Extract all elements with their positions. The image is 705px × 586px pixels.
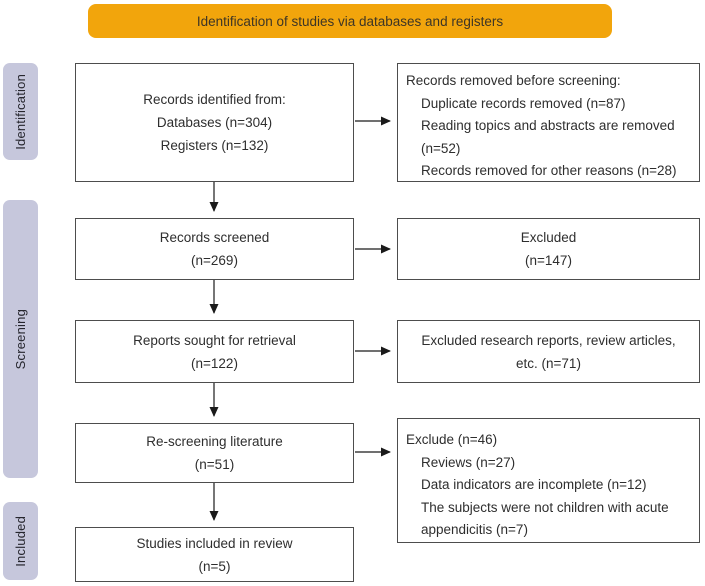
box-records-screened: Records screened (n=269) <box>75 218 354 280</box>
stage-screening-label: Screening <box>13 308 28 370</box>
stage-included: Included <box>3 502 38 580</box>
box-item: Reading topics and abstracts are removed… <box>421 118 675 156</box>
box-studies-included: Studies included in review (n=5) <box>75 527 354 582</box>
box-line: (n=269) <box>191 253 238 268</box>
box-line: Registers (n=132) <box>160 138 269 153</box>
box-item: Reviews (n=27) <box>421 454 516 470</box>
box-line: Excluded research reports, review articl… <box>421 332 676 348</box>
box-line: (n=122) <box>191 355 238 371</box>
diagram-title-banner: Identification of studies via databases … <box>88 4 612 38</box>
box-line: Re-screening literature <box>146 434 283 449</box>
box-item: Records removed for other reasons (n=28) <box>421 163 677 178</box>
box-line: (n=147) <box>525 253 572 268</box>
box-line: Databases (n=304) <box>156 115 273 130</box>
box-line: Studies included in review <box>136 535 293 551</box>
box-item: Data indicators are incomplete (n=12) <box>421 477 647 492</box>
box-title: Exclude (n=46) <box>406 432 498 447</box>
box-rescreening-literature: Re-screening literature (n=51) <box>75 423 354 483</box>
box-line: Excluded <box>520 230 577 245</box>
box-excluded-reports: Excluded research reports, review articl… <box>397 320 700 383</box>
stage-identification-label: Identification <box>13 73 28 150</box>
box-line: Reports sought for retrieval <box>133 332 296 348</box>
box-line: etc. (n=71) <box>516 355 581 371</box>
box-records-identified: Records identified from: Databases (n=30… <box>75 63 354 182</box>
stage-included-label: Included <box>13 515 28 567</box>
box-line: Records screened <box>159 230 270 245</box>
box-reports-sought: Reports sought for retrieval (n=122) <box>75 320 354 383</box>
box-title: Records removed before screening: <box>406 73 621 88</box>
diagram-title: Identification of studies via databases … <box>196 13 504 29</box>
stage-screening: Screening <box>3 200 38 478</box>
stage-identification: Identification <box>3 63 38 160</box>
box-item: The subjects were not children with acut… <box>421 499 669 538</box>
box-records-removed: Records removed before screening: Duplic… <box>397 63 700 182</box>
box-excluded: Excluded (n=147) <box>397 218 700 280</box>
box-item: Duplicate records removed (n=87) <box>421 95 626 111</box>
box-line: (n=5) <box>198 558 231 574</box>
box-exclude-reasons: Exclude (n=46) Reviews (n=27) Data indic… <box>397 418 700 543</box>
box-line: Records identified from: <box>143 92 286 107</box>
box-line: (n=51) <box>194 457 235 472</box>
